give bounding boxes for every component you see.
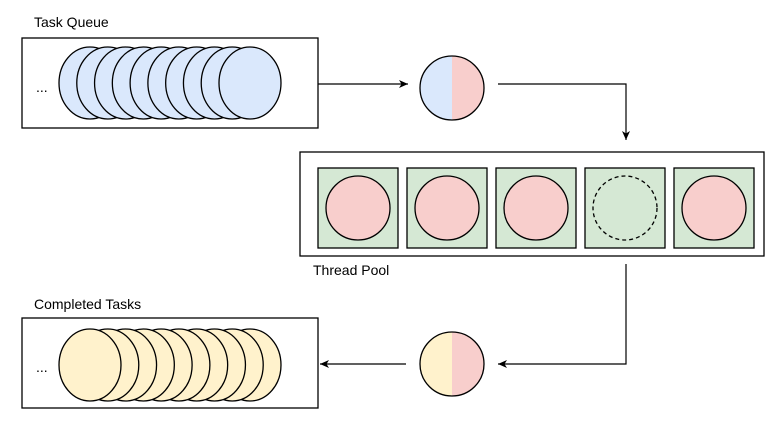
- queue-ellipsis: ...: [36, 79, 48, 95]
- running-task: [503, 175, 569, 241]
- thread-pool-slots: [317, 167, 755, 249]
- task-queue-label: Task Queue: [34, 14, 109, 30]
- worker-slot: [673, 167, 755, 249]
- thread-pool-label: Thread Pool: [313, 262, 390, 278]
- completed-task: [58, 328, 122, 402]
- idle-slot-placeholder: [592, 175, 658, 241]
- completed-task-stack: [58, 328, 282, 402]
- worker-slot: [406, 167, 488, 249]
- completed-ellipsis: ...: [36, 359, 48, 375]
- worker-slot: [584, 167, 666, 249]
- worker-slot: [495, 167, 577, 249]
- arrow-dispatch-to-pool: [498, 83, 630, 140]
- completed-tasks-label: Completed Tasks: [34, 296, 142, 312]
- running-task: [325, 175, 391, 241]
- worker-slot: [317, 167, 399, 249]
- running-task: [414, 175, 480, 241]
- queued-task-stack: [58, 46, 282, 120]
- arrow-pool-to-finished: [498, 264, 627, 368]
- queued-task: [218, 46, 282, 120]
- running-task: [681, 175, 747, 241]
- dispatched-task: [419, 55, 485, 121]
- finished-task: [419, 331, 485, 397]
